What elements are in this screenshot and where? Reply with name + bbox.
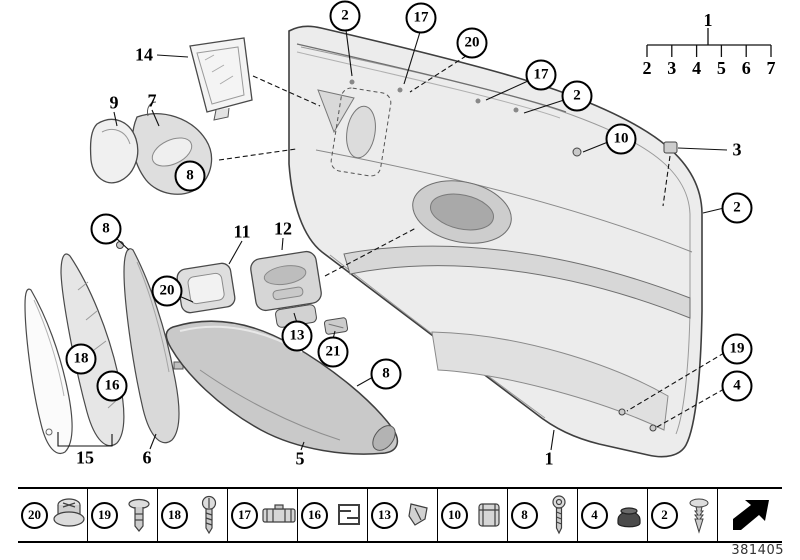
callout-circle-16[interactable]: 16 <box>96 370 128 402</box>
square-clip-icon <box>471 494 507 536</box>
legend-tree-child[interactable]: 6 <box>742 58 751 78</box>
callout-circle-13[interactable]: 13 <box>281 320 313 352</box>
callout-circle-17[interactable]: 17 <box>405 2 437 34</box>
fastener-number-badge: 19 <box>91 501 118 529</box>
fastener-number-badge: 13 <box>371 501 398 529</box>
callout-label-1[interactable]: 1 <box>544 448 554 469</box>
callout-circle-21[interactable]: 21 <box>317 336 349 368</box>
handle-cutout-zone <box>330 87 392 177</box>
tweeter-trim <box>317 89 355 134</box>
bracket-clip-icon <box>261 494 297 536</box>
fastener-legend-item-2[interactable]: 2 <box>647 489 717 541</box>
fastener-number-badge: 4 <box>581 501 608 529</box>
callout-circle-2[interactable]: 2 <box>329 0 361 32</box>
fastener-legend-item-13[interactable]: 13 <box>367 489 437 541</box>
part-mirror-triangle-14 <box>189 37 253 121</box>
grommet-nut-icon <box>51 494 87 536</box>
spring-clip-icon <box>331 494 367 536</box>
part-trim-strip-15 <box>24 288 73 454</box>
legend-tree-root[interactable]: 1 <box>704 10 713 30</box>
fastener-number-badge: 17 <box>231 501 258 529</box>
part-switch-bezel-11 <box>176 262 236 314</box>
fastener-number-badge: 16 <box>301 501 328 529</box>
fastener-legend-item-17[interactable]: 17 <box>227 489 297 541</box>
callout-label-3[interactable]: 3 <box>732 139 742 160</box>
fastener-number-badge: 20 <box>21 501 48 529</box>
part-handle-bowl-9 <box>89 118 139 184</box>
callout-label-11[interactable]: 11 <box>233 221 251 242</box>
callout-circle-8[interactable]: 8 <box>174 160 206 192</box>
callout-circle-20[interactable]: 20 <box>456 27 488 59</box>
push-pin-icon <box>681 494 717 536</box>
fastener-number-badge: 8 <box>511 501 538 529</box>
next-diagram-button[interactable] <box>717 489 782 541</box>
pan-screw-icon <box>191 494 227 536</box>
callout-label-5[interactable]: 5 <box>295 448 305 469</box>
edge-clip-part <box>663 141 678 154</box>
fastener-legend-item-8[interactable]: 8 <box>507 489 577 541</box>
door-trim-panel-drawing <box>288 25 703 458</box>
fastener-legend-item-19[interactable]: 19 <box>87 489 157 541</box>
callout-label-7[interactable]: 7 <box>147 90 157 111</box>
fastener-legend-item-18[interactable]: 18 <box>157 489 227 541</box>
sealing-plug-icon <box>611 494 647 536</box>
diagram-number: 381405 <box>731 543 784 558</box>
callout-circle-18[interactable]: 18 <box>65 343 97 375</box>
fastener-number-badge: 18 <box>161 501 188 529</box>
fastener-number-badge: 10 <box>441 501 468 529</box>
fastener-legend-strip: 20 19 18 17 16 13 10 8 4 2 <box>18 487 782 543</box>
fastener-number-badge: 2 <box>651 501 678 529</box>
legend-tree-child[interactable]: 3 <box>667 58 676 78</box>
callout-label-14[interactable]: 14 <box>135 44 153 65</box>
legend-tree-child[interactable]: 5 <box>717 58 726 78</box>
legend-tree-child[interactable]: 7 <box>767 58 776 78</box>
callout-circle-2[interactable]: 2 <box>561 80 593 112</box>
callout-circle-19[interactable]: 19 <box>721 333 753 365</box>
callout-circle-17[interactable]: 17 <box>525 59 557 91</box>
callout-circle-20[interactable]: 20 <box>151 275 183 307</box>
callout-circle-8[interactable]: 8 <box>90 213 122 245</box>
legend-tree: 1 2 3 4 5 6 7 <box>643 10 776 78</box>
legend-tree-child[interactable]: 2 <box>643 58 652 78</box>
part-clip-21 <box>323 317 349 335</box>
expansion-rivet-icon <box>121 494 157 536</box>
callout-circle-8[interactable]: 8 <box>370 358 402 390</box>
page-arrow-icon <box>728 497 772 533</box>
callout-label-15[interactable]: 15 <box>76 447 94 468</box>
door-pull-recess <box>412 180 512 244</box>
fastener-legend-item-20[interactable]: 20 <box>18 489 87 541</box>
callout-circle-4[interactable]: 4 <box>721 370 753 402</box>
fastener-legend-item-10[interactable]: 10 <box>437 489 507 541</box>
edge-clip-icon <box>401 494 437 536</box>
legend-tree-child[interactable]: 4 <box>692 58 701 78</box>
fastener-legend-item-4[interactable]: 4 <box>577 489 647 541</box>
callout-circle-2[interactable]: 2 <box>721 192 753 224</box>
callout-label-12[interactable]: 12 <box>274 218 292 239</box>
leader-lines <box>57 29 728 451</box>
part-switch-panel-12 <box>250 250 322 312</box>
callout-circle-10[interactable]: 10 <box>605 123 637 155</box>
torx-screw-icon <box>541 494 577 536</box>
map-pocket <box>431 331 669 431</box>
callout-label-9[interactable]: 9 <box>109 92 119 113</box>
fastener-legend-item-16[interactable]: 16 <box>297 489 367 541</box>
callout-label-6[interactable]: 6 <box>142 447 152 468</box>
